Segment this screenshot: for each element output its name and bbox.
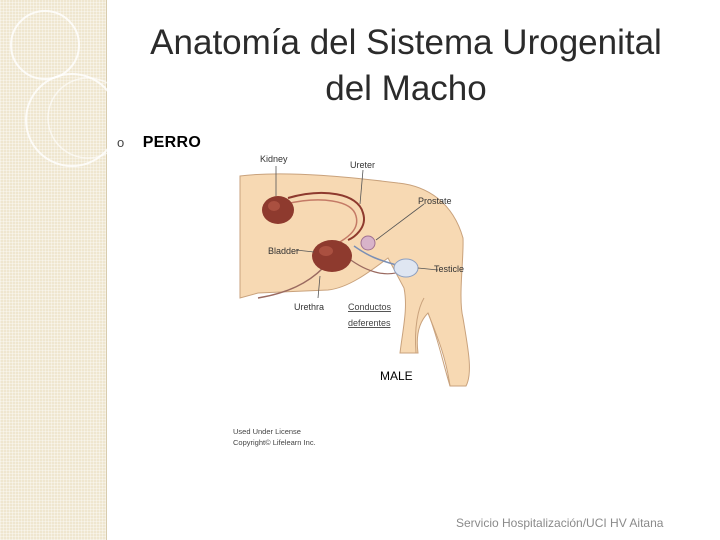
title-line-2: del Macho: [325, 69, 487, 108]
decorative-circles: [10, 10, 107, 167]
label-kidney: Kidney: [260, 154, 288, 164]
slide-title: Anatomía del Sistema Urogenital del Mach…: [108, 20, 704, 112]
license-line-2: Copyright© Lifelearn Inc.: [233, 438, 316, 447]
label-prostate: Prostate: [418, 196, 452, 206]
testicle-organ: [393, 258, 419, 278]
label-ureter: Ureter: [350, 160, 375, 170]
urethra-line: [257, 267, 324, 299]
label-conductos-1: Conductos: [348, 302, 392, 312]
decorative-side-strip: [0, 0, 107, 540]
label-bladder: Bladder: [268, 246, 299, 256]
bullet-text: PERRO: [142, 134, 202, 151]
label-urethra: Urethra: [294, 302, 324, 312]
label-conductos-2: deferentes: [348, 318, 391, 328]
prostate-organ: [360, 235, 376, 251]
urogenital-diagram: Kidney Ureter Prostate Bladder Testicle …: [233, 154, 470, 447]
diagram-caption: MALE: [380, 369, 413, 383]
ureter-line: [287, 192, 365, 241]
label-testicle: Testicle: [434, 264, 464, 274]
bullet-marker: o: [117, 135, 125, 150]
footer-credit: Servicio Hospitalización/UCI HV Aitana: [456, 516, 664, 530]
license-line-1: Used Under License: [233, 427, 301, 436]
ureter-line-2: [285, 199, 358, 243]
kidney-organ: [262, 196, 294, 224]
leg-outline-2: [415, 297, 425, 354]
bladder-organ: [312, 240, 352, 272]
leg-outline: [427, 312, 451, 387]
dog-body-outline: [239, 173, 470, 387]
title-line-1: Anatomía del Sistema Urogenital: [150, 23, 662, 62]
bullet-item: o PERRO: [117, 134, 201, 152]
